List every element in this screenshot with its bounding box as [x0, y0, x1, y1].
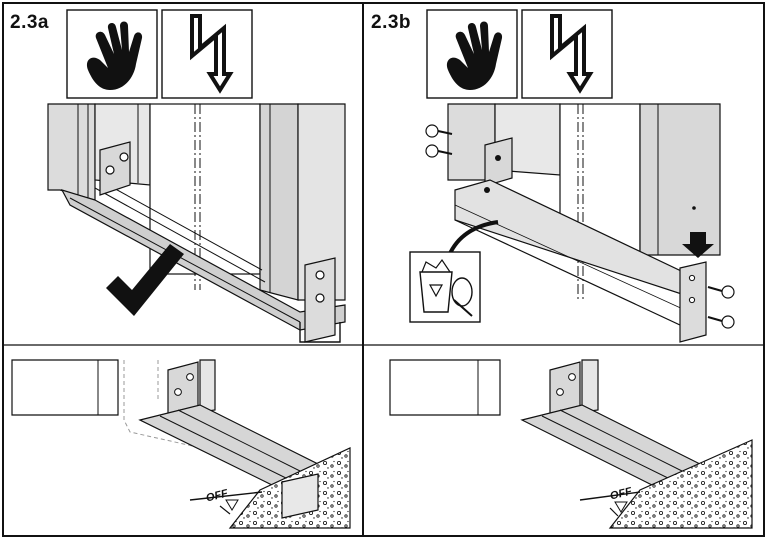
- mounting-bracket: [99, 141, 131, 196]
- electric-hazard-icon: [161, 9, 253, 99]
- step-label-2-3b: 2.3b: [371, 12, 412, 33]
- wall-block: [389, 359, 501, 416]
- frame-post-right: [259, 103, 299, 301]
- wall-block: [11, 359, 119, 416]
- panel-b-bottom: [389, 359, 753, 529]
- screw-icon: [315, 270, 325, 280]
- electric-hazard-icon: [521, 9, 613, 99]
- screw-icon: [315, 293, 325, 303]
- step-label-2-3a: 2.3a: [10, 12, 49, 33]
- panel-b-top: [409, 9, 735, 343]
- arrow-icon: [682, 232, 714, 258]
- screw-icon: [425, 124, 735, 329]
- screw-icon: [105, 165, 115, 175]
- panel-a-top: [47, 9, 346, 343]
- panel-a-bottom: [11, 359, 351, 529]
- screw-icon: [119, 152, 129, 162]
- frame-post-right: [639, 103, 721, 256]
- outer-border: [2, 2, 765, 537]
- bottom-rail: [60, 189, 346, 331]
- check-mark-icon: [106, 244, 184, 316]
- gravel-ground: [608, 439, 753, 529]
